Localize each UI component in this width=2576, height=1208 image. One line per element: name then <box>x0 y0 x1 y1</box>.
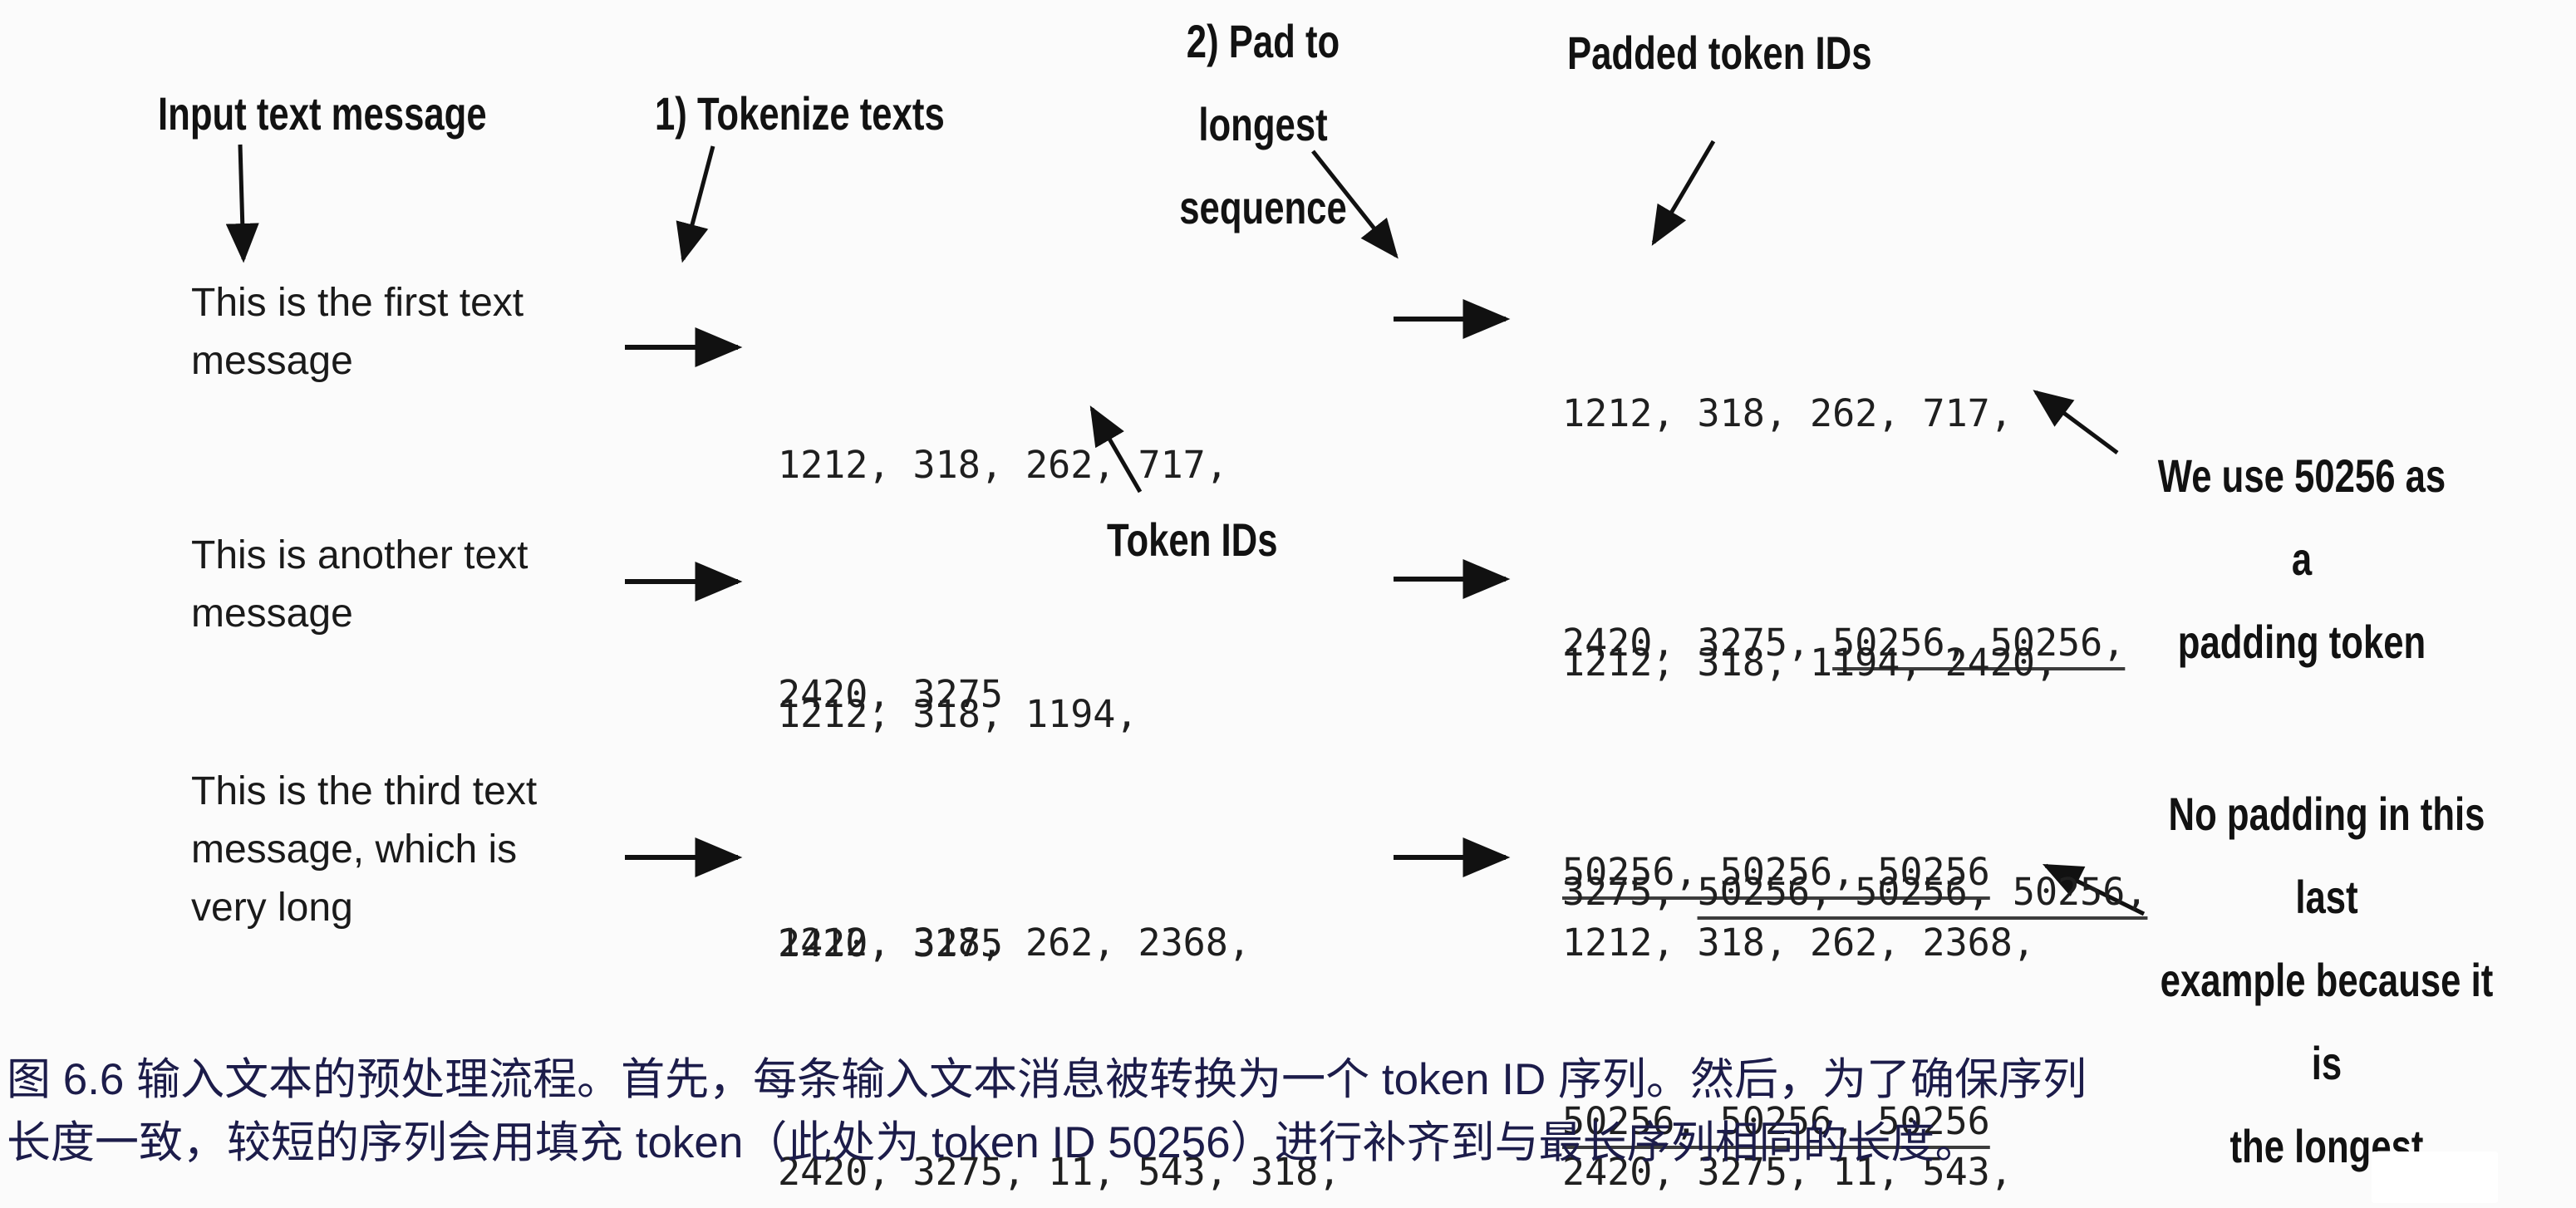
figure-caption: 图 6.6 输入文本的预处理流程。首先，每条输入文本消息被转换为一个 token… <box>7 1048 2087 1175</box>
row2-padded-token-ids: 1212, 318, 1194, 2420, 3275, 50256, 5025… <box>1562 472 2147 1208</box>
note-padding-line2: padding token <box>2177 616 2426 668</box>
arrow-token-ids-note <box>1089 405 1143 494</box>
note-padding-token: We use 50256 as a padding token <box>2156 435 2448 684</box>
row3-padded-line2-plain: 2420, 3275, 11, 543, <box>1562 1150 2013 1194</box>
row1-token-line1: 1212, 318, 262, 717, <box>778 443 1228 487</box>
row1-token-line2: 2420, 3275 <box>778 672 1003 716</box>
row2-padded-line2-plain: 3275, <box>1562 870 1698 914</box>
label-pad-line2: sequence <box>1179 181 1347 233</box>
arrow-no-padding-note <box>2042 863 2146 916</box>
row2-input-text: This is another text message <box>191 527 528 643</box>
row2-padded-line3: 50256, 50256, 50256 <box>1562 1083 2147 1160</box>
arrow-tokenize-label <box>676 145 715 263</box>
note-padding-line1: We use 50256 as a <box>2157 449 2446 585</box>
row2-input-line1: This is another text <box>191 533 528 577</box>
arrow-padded-ids-label <box>1651 140 1716 246</box>
label-pad-to-longest: 2) Pad to longest sequence <box>1133 0 1393 249</box>
row2-token-line1: 1212, 318, 1194, <box>778 692 1138 736</box>
row3-token-line2: 2420, 3275, 11, 543, 318, <box>778 1150 1341 1194</box>
row1-padded-line2-plain: 2420, 3275, <box>1562 621 1833 665</box>
label-input-text-message: Input text message <box>158 87 487 140</box>
row1-input-text: This is the first text message <box>191 274 524 390</box>
row2-padded-line1-plain: 1212, 318, 1194, 2420, <box>1562 641 2058 685</box>
note-no-padding: No padding in this last example because … <box>2158 773 2495 1208</box>
row1-padded-line2: 2420, 3275, 50256, 50256, <box>1562 605 2125 681</box>
arrow-padding-note <box>2033 390 2119 455</box>
row3-padded-line1: 1212, 318, 262, 2368, <box>1562 905 2035 981</box>
figure-caption-line1: 图 6.6 输入文本的预处理流程。首先，每条输入文本消息被转换为一个 token… <box>7 1055 2087 1104</box>
row1-padded-line3: 50256, 50256, 50256 <box>1562 834 2125 911</box>
arrow-pad-label <box>1311 150 1399 259</box>
row2-padded-line2-padding: 50256, 50256, 50256, <box>1697 870 2148 914</box>
row1-padded-line3-padding: 50256, 50256, 50256 <box>1562 850 1990 894</box>
label-tokenize-texts: 1) Tokenize texts <box>655 87 945 140</box>
row3-padded-line2: 2420, 3275, 11, 543, <box>1562 1134 2035 1208</box>
figure-caption-line2: 长度一致，较短的序列会用填充 token（此处为 token ID 50256）… <box>7 1118 1979 1167</box>
row3-padded-line1-plain: 1212, 318, 262, 2368, <box>1562 921 2035 965</box>
note-no-padding-line1: No padding in this last <box>2168 788 2485 923</box>
row3-padded-token-ids: 1212, 318, 262, 2368, 2420, 3275, 11, 54… <box>1562 752 2035 1208</box>
row1-input-line2: message <box>191 339 353 383</box>
arrow-input-label <box>225 144 259 263</box>
note-no-padding-line2: example because it is <box>2160 954 2494 1089</box>
row1-padded-line2-padding: 50256, 50256, <box>1832 621 2126 665</box>
row3-input-text: This is the third text message, which is… <box>191 763 537 937</box>
row1-token-ids: 1212, 318, 262, 717, 2420, 3275 <box>778 274 1228 886</box>
label-pad-line1: 2) Pad to longest <box>1186 15 1340 150</box>
row3-input-line2: message, which is <box>191 827 518 872</box>
label-token-ids: Token IDs <box>1107 513 1278 566</box>
row3-token-line1: 1212, 318, 262, 2368, <box>778 921 1251 965</box>
row2-input-line2: message <box>191 592 353 636</box>
row2-padded-line2: 3275, 50256, 50256, 50256, <box>1562 854 2147 931</box>
row1-padded-line1-plain: 1212, 318, 262, 717, <box>1562 391 2013 435</box>
row3-token-ids: 1212, 318, 262, 2368, 2420, 3275, 11, 54… <box>778 752 1340 1208</box>
row1-padded-line1: 1212, 318, 262, 717, <box>1562 376 2125 452</box>
label-padded-token-ids: Padded token IDs <box>1567 27 1872 79</box>
row3-input-line3: very long <box>191 886 353 930</box>
watermark-patch <box>2372 1152 2498 1203</box>
row2-padded-line3-padding: 50256, 50256, 50256 <box>1562 1099 1990 1143</box>
row1-input-line1: This is the first text <box>191 281 524 325</box>
row2-padded-line1: 1212, 318, 1194, 2420, <box>1562 625 2147 701</box>
row1-padded-token-ids: 1212, 318, 262, 717, 2420, 3275, 50256, … <box>1562 223 2125 1063</box>
row3-input-line1: This is the third text <box>191 769 538 813</box>
row2-token-ids: 1212, 318, 1194, 2420, 3275 <box>778 523 1138 1135</box>
row2-token-line2: 2420, 3275 <box>778 921 1003 965</box>
